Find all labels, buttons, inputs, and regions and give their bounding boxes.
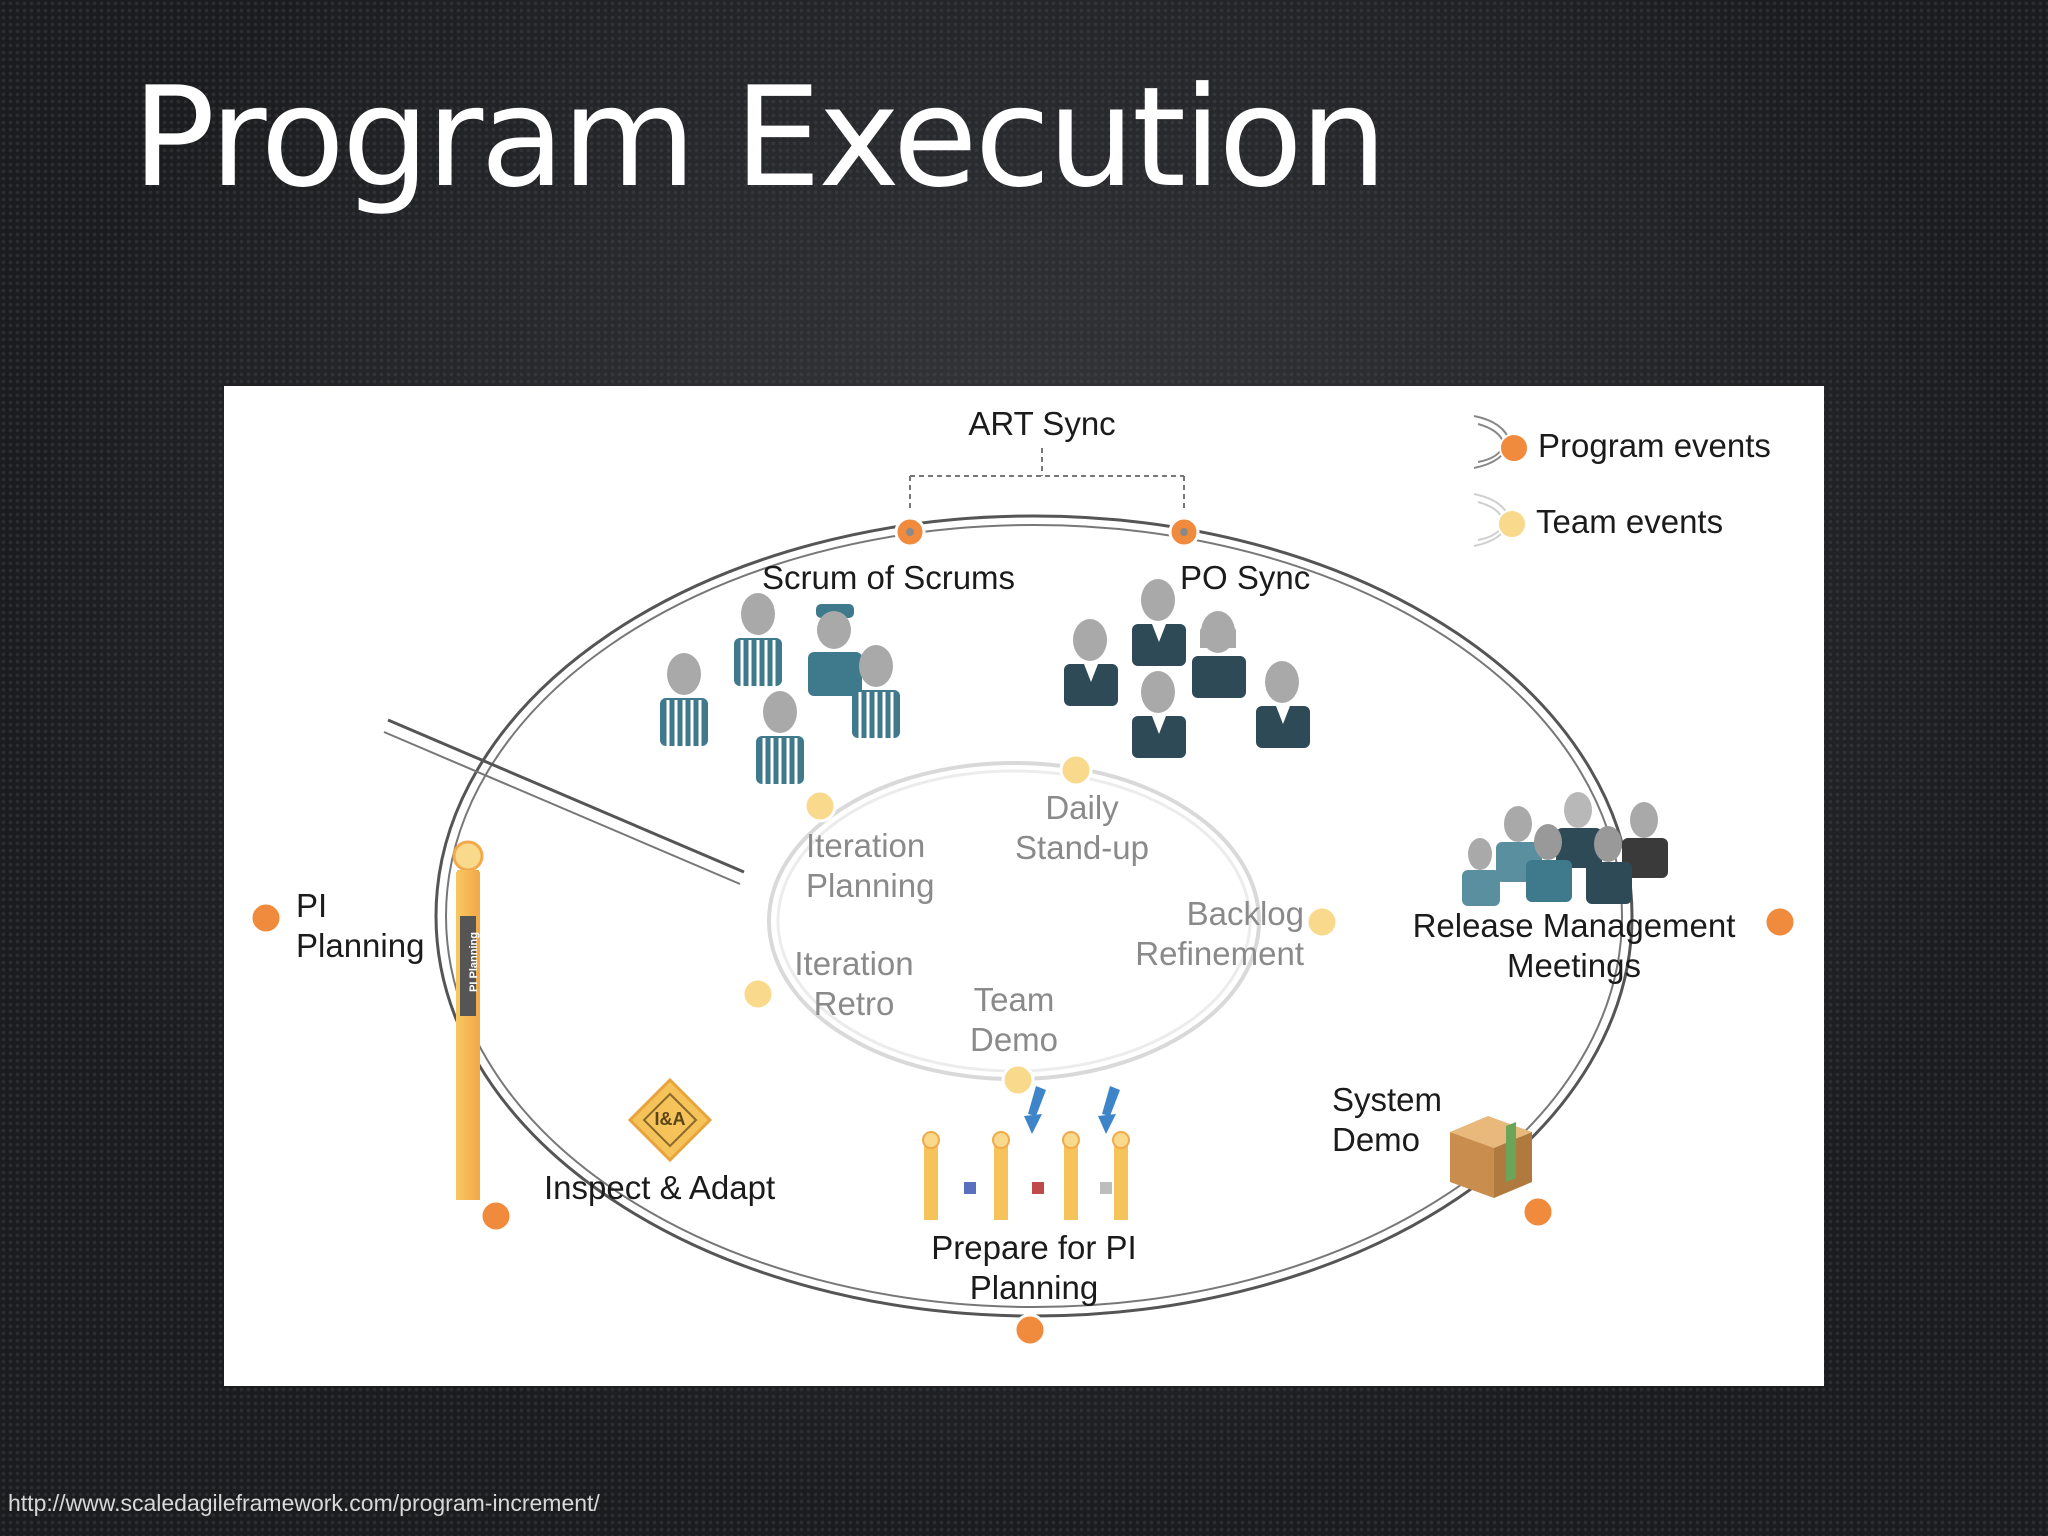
diagram-graphics (249, 415, 1797, 1347)
iteration-planning-label-line2: Planning (806, 867, 935, 904)
pi-planning-dot (249, 901, 283, 935)
inspect-adapt-badge-text: I&A (654, 1109, 686, 1129)
legend-team-dot (1497, 509, 1527, 539)
team-demo-label-line1: Team (973, 981, 1055, 1018)
backlog-refinement-dot (1305, 905, 1339, 939)
source-url: http://www.scaledagileframework.com/prog… (8, 1490, 600, 1516)
team-demo-label: Team Demo (944, 980, 1084, 1060)
release-management-label-line2: Meetings (1507, 947, 1641, 984)
prepare-pi-planning-label-line1: Prepare for PI (931, 1229, 1137, 1266)
backlog-refinement-label: Backlog Refinement (1084, 894, 1304, 974)
inspect-adapt-badge-icon (627, 1077, 713, 1163)
art-sync-bracket (909, 448, 1185, 508)
system-demo-label: System Demo (1332, 1080, 1442, 1160)
daily-standup-label-line1: Daily (1045, 789, 1119, 826)
iteration-retro-label: Iteration Retro (764, 944, 944, 1024)
po-sync-label: PO Sync (1180, 559, 1311, 596)
system-demo-dot (1521, 1195, 1555, 1229)
art-sync-label: ART Sync (968, 405, 1116, 442)
iteration-planning-label-line1: Iteration (806, 827, 926, 864)
program-cycle-inner (445, 524, 1623, 1308)
team-demo-label-line2: Demo (969, 1021, 1059, 1058)
release-management-label: Release Management Meetings (1404, 906, 1744, 986)
scrum-of-scrums-people-icon (660, 593, 900, 784)
daily-standup-label: Daily Stand-up (992, 788, 1172, 868)
system-demo-label-line1: System (1332, 1081, 1443, 1118)
pi-planning-label-line1: PI (296, 887, 328, 924)
backlog-refinement-label-line2: Refinement (1135, 935, 1304, 972)
inspect-adapt-dot (479, 1199, 513, 1233)
prepare-pi-planning-icon (922, 1086, 1130, 1220)
iteration-planning-dot (803, 789, 837, 823)
diagonal-connector-b (383, 731, 741, 885)
backlog-refinement-label-line1: Backlog (1186, 895, 1304, 932)
system-demo-label-line2: Demo (1332, 1121, 1421, 1158)
iteration-retro-label-line2: Retro (813, 985, 895, 1022)
po-sync-people-icon (1064, 579, 1310, 758)
pi-planning-bar-text: PI Planning (468, 932, 480, 992)
legend-program-events-label: Program events (1538, 427, 1771, 464)
team-demo-dot (1001, 1063, 1035, 1097)
daily-standup-label-line2: Stand-up (1015, 829, 1149, 866)
program-execution-diagram: Program events Team events ART Sync Scru… (224, 386, 1824, 1386)
slide-title: Program Execution (132, 57, 1387, 218)
daily-standup-dot (1059, 753, 1093, 787)
prepare-pi-planning-dot (1013, 1313, 1047, 1347)
legend-program-dot (1499, 433, 1529, 463)
pi-planning-label: PI Planning (296, 886, 424, 966)
iteration-retro-dot (741, 977, 775, 1011)
iteration-planning-label: Iteration Planning (806, 826, 934, 906)
release-management-group-icon (1462, 792, 1668, 906)
legend-team-events-label: Team events (1536, 503, 1724, 540)
release-management-label-line1: Release Management (1412, 907, 1736, 944)
pi-planning-bar-icon (452, 840, 484, 1200)
diagonal-connector-a (387, 718, 745, 874)
iteration-retro-label-line1: Iteration (794, 945, 914, 982)
release-management-dot (1763, 905, 1797, 939)
pi-planning-label-line2: Planning (296, 927, 425, 964)
system-demo-box-icon (1450, 1116, 1532, 1198)
prepare-pi-planning-label-line2: Planning (969, 1269, 1099, 1306)
inspect-adapt-label: Inspect & Adapt (544, 1169, 776, 1206)
scrum-of-scrums-label: Scrum of Scrums (762, 559, 1016, 596)
prepare-pi-planning-label: Prepare for PI Planning (884, 1228, 1184, 1308)
